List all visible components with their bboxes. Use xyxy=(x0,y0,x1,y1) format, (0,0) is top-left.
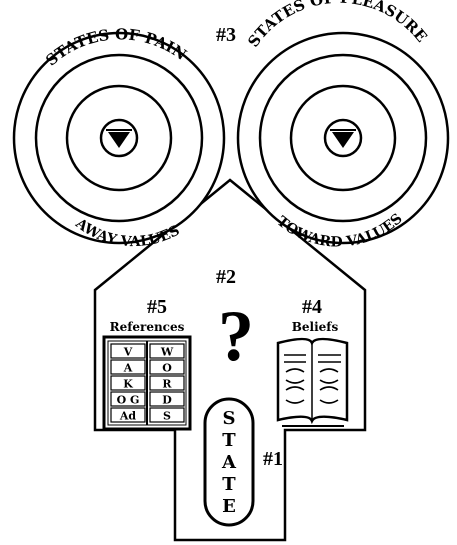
reference-tile-label: Ad xyxy=(119,410,137,423)
reference-tile-label: O xyxy=(162,362,172,375)
label-2: #2 xyxy=(216,266,236,288)
pain-circle xyxy=(14,33,224,243)
state-letter: A xyxy=(221,452,237,473)
reference-tile-label: A xyxy=(123,362,133,375)
label-5: #5 xyxy=(147,296,167,318)
state-pill: STATE xyxy=(205,399,253,525)
state-letter: T xyxy=(222,474,236,495)
reference-tile-label: R xyxy=(162,378,172,391)
reference-tile-label: D xyxy=(162,394,172,407)
question-mark: ? xyxy=(218,296,254,376)
label-1: #1 xyxy=(263,448,283,470)
label-4: #4 xyxy=(302,296,322,318)
references-label: References xyxy=(110,320,185,334)
reference-tile-label: O G xyxy=(117,394,140,407)
pleasure-circle xyxy=(238,33,448,243)
state-letter: T xyxy=(222,430,236,451)
state-letter: S xyxy=(223,408,236,429)
reference-tile-label: K xyxy=(123,378,133,391)
reference-tile-label: S xyxy=(163,410,171,423)
reference-tile-label: V xyxy=(123,346,133,359)
beliefs-book-icon xyxy=(278,339,347,426)
state-letter: E xyxy=(222,496,236,517)
reference-tile-label: W xyxy=(160,346,174,359)
beliefs-label: Beliefs xyxy=(292,320,339,334)
label-3: #3 xyxy=(216,24,236,46)
